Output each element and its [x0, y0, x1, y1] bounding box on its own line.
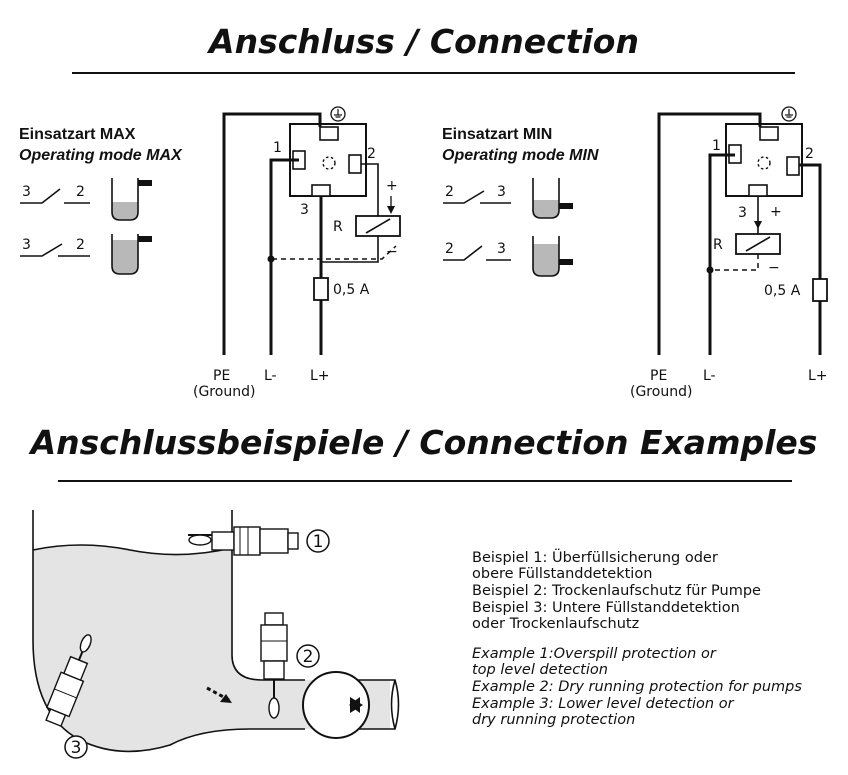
min-tank-low-icon — [532, 178, 573, 219]
marker-2-label: 2 — [303, 647, 314, 667]
min-mode-label-en: Operating mode MIN — [442, 147, 599, 164]
max-switch2-left: 3 — [22, 237, 31, 253]
flow-arrow-icon — [206, 686, 232, 703]
min-plus: + — [770, 204, 782, 220]
examples-title: Anschlussbeispiele / Connection Examples — [28, 423, 818, 462]
ground-icon — [781, 106, 797, 122]
max-switch-open: 3 2 — [20, 184, 90, 204]
max-minus: − — [386, 244, 398, 260]
max-pin-2: 2 — [367, 146, 376, 162]
min-switch-closed: 2 3 — [443, 184, 511, 204]
sensor-3-icon — [45, 634, 92, 728]
min-switch1-right: 3 — [497, 184, 506, 200]
min-ground-label: (Ground) — [630, 384, 692, 400]
max-ground-label: (Ground) — [193, 384, 255, 400]
max-pin-3: 3 — [300, 202, 309, 218]
ground-icon — [330, 106, 346, 122]
max-switch1-left: 3 — [22, 184, 31, 200]
example-en-line-5: dry running protection — [472, 712, 635, 728]
max-switch1-right: 2 — [76, 184, 85, 200]
marker-2 — [296, 644, 320, 668]
max-pe-label: PE — [213, 368, 230, 384]
min-switch-open: 2 3 — [443, 241, 511, 261]
example-de-line-5: oder Trockenlaufschutz — [472, 616, 639, 632]
example-de-line-3: Beispiel 2: Trockenlaufschutz für Pumpe — [472, 583, 761, 599]
max-pin-1: 1 — [273, 140, 282, 156]
min-pin-3: 3 — [738, 205, 747, 221]
connection-title: Anschluss / Connection — [206, 22, 639, 61]
marker-3 — [64, 735, 88, 759]
sensor-1-icon — [188, 526, 299, 556]
min-minus: − — [768, 260, 780, 276]
min-relay-label: R — [713, 237, 723, 253]
max-plus: + — [386, 178, 398, 194]
example-en-line-1: Example 1:Overspill protection or — [472, 646, 717, 662]
marker-1 — [306, 529, 330, 553]
example-de-line-2: obere Füllstanddetektion — [472, 566, 652, 582]
min-pe-label: PE — [650, 368, 667, 384]
min-mode-panel: Einsatzart MIN Operating mode MIN 2 3 2 … — [442, 126, 599, 277]
examples-description-de: Beispiel 1: Überfüllsicherung oder obere… — [472, 548, 761, 632]
max-switch2-right: 2 — [76, 237, 85, 253]
min-switch2-right: 3 — [497, 241, 506, 257]
example-en-line-4: Example 3: Lower level detection or — [472, 696, 735, 712]
min-pin-1: 1 — [712, 138, 721, 154]
marker-3-label: 3 — [71, 738, 82, 758]
max-relay-label: R — [333, 219, 343, 235]
max-mode-label-en: Operating mode MAX — [19, 147, 183, 164]
example-en-line-3: Example 2: Dry running protection for pu… — [472, 679, 802, 695]
tank-pipe-illustration: 1 2 3 — [32, 510, 400, 759]
min-lminus-label: L- — [703, 368, 716, 384]
min-wiring: 1 2 3 + R − 0,5 A PE (Ground) L- L+ — [630, 106, 828, 400]
min-fuse-label: 0,5 A — [764, 283, 801, 299]
example-de-line-1: Beispiel 1: Überfüllsicherung oder — [472, 548, 718, 566]
marker-1-label: 1 — [313, 532, 324, 552]
examples-description-en: Example 1:Overspill protection or top le… — [472, 646, 802, 728]
min-switch1-left: 2 — [445, 184, 454, 200]
max-wiring: 1 2 3 0,5 A R + − PE (Ground) L- L+ — [193, 106, 401, 400]
min-pin-2: 2 — [805, 146, 814, 162]
max-mode-label-de: Einsatzart MAX — [19, 126, 136, 143]
max-tank-low-icon — [111, 178, 152, 221]
max-fuse-label: 0,5 A — [333, 282, 370, 298]
example-en-line-2: top level detection — [472, 662, 608, 678]
min-fuse — [812, 278, 828, 302]
max-lminus-label: L- — [264, 368, 277, 384]
max-mode-panel: Einsatzart MAX Operating mode MAX 3 2 3 … — [19, 126, 183, 275]
max-fuse — [313, 277, 329, 301]
min-tank-full-icon — [532, 236, 573, 277]
max-lplus-label: L+ — [310, 368, 330, 384]
min-lplus-label: L+ — [808, 368, 828, 384]
pump-icon — [302, 671, 370, 739]
max-switch-closed: 3 2 — [20, 237, 90, 257]
sensor-2-icon — [260, 612, 288, 719]
example-de-line-4: Beispiel 3: Untere Füllstanddetektion — [472, 600, 740, 616]
max-tank-full-icon — [111, 234, 152, 275]
min-mode-label-de: Einsatzart MIN — [442, 126, 552, 143]
min-switch2-left: 2 — [445, 241, 454, 257]
